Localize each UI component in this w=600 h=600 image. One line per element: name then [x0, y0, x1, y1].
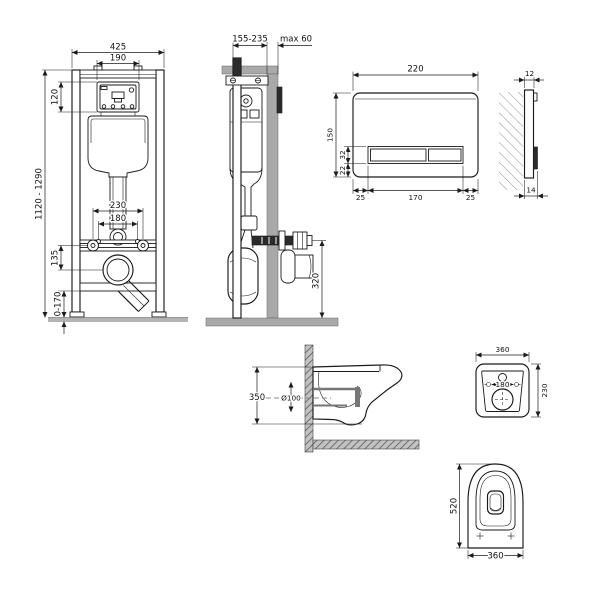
fixing-rail: [79, 239, 157, 252]
dim-outlet-height: 320: [310, 240, 326, 318]
dim-label-25-left: 25: [356, 193, 365, 202]
small-flush-button: [428, 148, 462, 162]
dim-total-width: 425: [71, 41, 165, 68]
dim-label-350: 350: [249, 393, 265, 403]
dim-label-d100: Ø100: [281, 394, 301, 403]
flush-plate-side-view: 12 14: [499, 68, 548, 199]
dim-finish-max: max 60: [277, 33, 313, 74]
dim-label-32: 32: [338, 150, 347, 159]
dim-label-14: 14: [526, 186, 536, 195]
frame-side-view: 155-235 max 60 320: [205, 33, 339, 327]
dim-label-220: 220: [407, 65, 423, 75]
wall-section: [205, 65, 339, 327]
bolt-marks: [476, 532, 515, 540]
dim-plate-width: 220: [352, 63, 479, 91]
dim-top-depth: 520: [448, 463, 493, 549]
dim-bolt-spacing: 230: [92, 200, 144, 239]
flush-plate-front-view: 220 150 32 22 25 170 25: [324, 63, 479, 203]
floor-section: [312, 439, 420, 450]
fixing-stud: [251, 230, 313, 251]
dim-label-150: 150: [326, 128, 335, 142]
dim-plate-height: 150: [324, 92, 351, 178]
dim-back-stud-spacing: 180: [491, 379, 514, 390]
dim-label-max-60: max 60: [280, 35, 312, 45]
dim-back-height: 230: [531, 363, 550, 418]
dim-label-25-right: 25: [466, 193, 475, 202]
dim-label-155-235: 155-235: [232, 35, 268, 45]
drain-outlet: [102, 254, 150, 312]
dim-label-520: 520: [450, 498, 460, 514]
frame-tube: [232, 57, 242, 319]
drain-opening: [486, 490, 505, 515]
dim-label-230: 230: [110, 201, 126, 211]
outlet-pipes: [266, 387, 360, 407]
dim-label-135: 135: [51, 250, 61, 266]
dim-label-360-top: 360: [496, 345, 510, 354]
dim-depth: 155-235: [231, 33, 269, 74]
dim-bowl-height: 350: [248, 366, 362, 425]
wall-hatch: [499, 92, 523, 190]
bowl-back-view: 360 180 230: [475, 344, 550, 418]
dim-back-width: 360: [475, 344, 530, 362]
bowl-side-view: 350 Ø100: [248, 344, 420, 453]
dim-thickness-top: 12: [514, 68, 544, 88]
dim-label-180-back: 180: [496, 380, 510, 389]
plate-profile: [523, 89, 538, 179]
outlet-connector: [280, 249, 314, 284]
dim-foot-adjust: 0-170: [52, 290, 80, 334]
dim-outlet-diameter: Ø100: [280, 382, 302, 412]
frame-front-view: 425 190 120 1120 - 1290 230: [33, 41, 188, 334]
dim-label-1120-1290: 1120 - 1290: [35, 168, 45, 220]
floor-line: [48, 317, 188, 322]
dim-label-320: 320: [312, 273, 322, 289]
dim-label-22: 22: [338, 166, 347, 175]
dim-bottom-margins: 25 170 25: [352, 165, 479, 203]
dim-label-120: 120: [51, 89, 61, 105]
bowl-top-body: [467, 463, 524, 549]
floor-section: [205, 317, 339, 327]
plate-body: [352, 92, 479, 178]
bowl-back-body: [475, 363, 530, 418]
dim-frame-height: 1120 - 1290: [33, 69, 72, 318]
water-inlet: [498, 373, 507, 382]
dim-label-425: 425: [110, 43, 126, 53]
dim-label-0-170: 0-170: [54, 292, 64, 317]
bowl-top-view: 520 360: [448, 463, 524, 563]
dim-label-12: 12: [525, 69, 534, 78]
dim-bottom-offset: 22: [337, 163, 351, 177]
inspection-box: [96, 81, 140, 116]
dim-top-width: 360: [467, 550, 524, 563]
dim-thickness-bottom: 14: [514, 171, 548, 199]
cistern: [87, 115, 149, 246]
dim-label-190: 190: [110, 54, 126, 64]
dim-label-360-bottom: 360: [487, 552, 503, 562]
drain-hole: [491, 388, 514, 411]
dim-label-230-back: 230: [540, 383, 549, 397]
dim-box-height: 120: [49, 81, 97, 113]
dim-label-180: 180: [110, 214, 126, 224]
dim-opening-width: 190: [96, 52, 140, 80]
dim-label-170: 170: [409, 193, 423, 202]
big-flush-button: [370, 148, 427, 162]
dim-stud-spacing: 180: [98, 213, 138, 239]
wall-bracket: [225, 75, 269, 86]
frame-structure: [69, 65, 167, 318]
dim-drain-offset: 135: [49, 245, 103, 271]
